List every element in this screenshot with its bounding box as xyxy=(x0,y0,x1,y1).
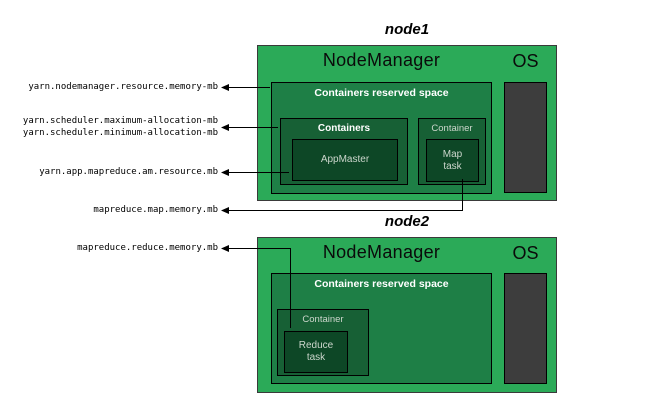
node2-nodemanager-box: NodeManager OS Containers reserved space… xyxy=(257,237,557,393)
node2-nodemanager-label: NodeManager xyxy=(322,242,441,262)
node1-os-memory-rect xyxy=(504,82,547,193)
node1-os-label: OS xyxy=(512,51,539,71)
node1-containers-box: Containers AppMaster xyxy=(280,118,408,185)
config-label-map-memory-mb: mapreduce.map.memory.mb xyxy=(93,205,218,215)
arrowhead-scheduler-allocation-icon xyxy=(221,124,229,131)
node1-map-container-box: Container Map task xyxy=(418,118,486,185)
node1-title: node1 xyxy=(384,21,430,38)
node1-nodemanager-box: NodeManager OS Containers reserved space… xyxy=(257,45,557,201)
config-label-nodemanager-resource-memory: yarn.nodemanager.resource.memory-mb xyxy=(28,82,218,92)
arrowhead-reduce-memory-icon xyxy=(221,245,229,252)
node2-os-memory-rect xyxy=(504,273,547,384)
node2-os-label: OS xyxy=(512,243,539,263)
node2-reduce-container-label: Container xyxy=(302,314,344,325)
config-label-scheduler-minimum-allocation: yarn.scheduler.minimum-allocation-mb xyxy=(22,128,218,138)
node1-map-container-label: Container xyxy=(431,123,473,134)
node2-reduce-task-box: Reduce task xyxy=(284,331,348,373)
config-label-scheduler-maximum-allocation: yarn.scheduler.maximum-allocation-mb xyxy=(22,116,218,126)
arrowhead-am-resource-icon xyxy=(221,169,229,176)
node1-appmaster-box: AppMaster xyxy=(292,139,398,181)
node1-map-task-box: Map task xyxy=(426,139,479,182)
node1-containers-label: Containers xyxy=(317,123,371,134)
node1-containers-reserved-space: Containers reserved space Containers App… xyxy=(271,82,492,194)
config-label-reduce-memory-mb: mapreduce.reduce.memory.mb xyxy=(77,243,218,253)
node2-containers-reserved-space: Containers reserved space Container Redu… xyxy=(271,273,492,384)
node1-nodemanager-label: NodeManager xyxy=(322,50,441,70)
config-label-am-resource-mb: yarn.app.mapreduce.am.resource.mb xyxy=(39,167,218,177)
node2-reduce-container-box: Container Reduce task xyxy=(277,309,369,376)
node1-reserved-space-label: Containers reserved space xyxy=(314,87,449,99)
arrowhead-map-memory-icon xyxy=(221,207,229,214)
node2-title: node2 xyxy=(384,213,430,230)
arrowhead-resource-memory-icon xyxy=(221,84,229,91)
node2-reserved-space-label: Containers reserved space xyxy=(314,278,449,290)
